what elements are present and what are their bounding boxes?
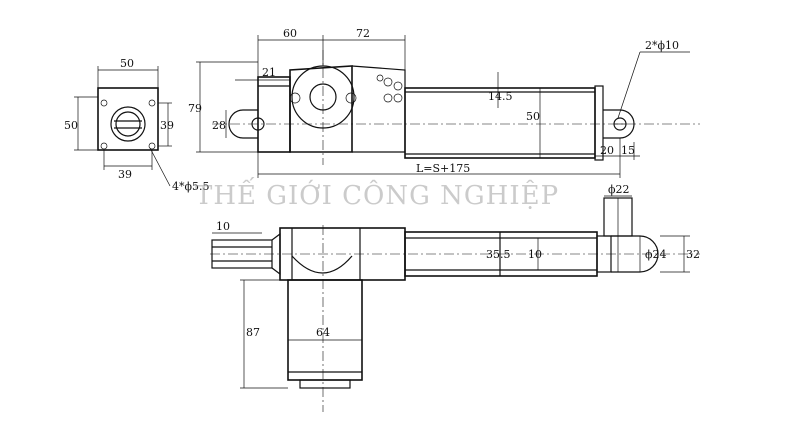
side-offset-label: 21 xyxy=(262,66,276,79)
end-inner-h-label: 39 xyxy=(160,119,174,132)
top-32-label: 32 xyxy=(686,248,700,261)
end-view: 50 50 39 39 4*ϕ5.5 xyxy=(64,57,210,193)
mount-holes-label: 4*ϕ5.5 xyxy=(172,180,210,193)
side-rod-label: 14.5 xyxy=(488,90,513,103)
top-35-label: 35.5 xyxy=(486,248,511,261)
side-view: 60 72 79 21 28 14.5 50 2*ϕ10 L=S+175 20 … xyxy=(188,27,700,178)
end-height-label: 50 xyxy=(64,119,78,132)
rear-hole-label: 2*ϕ10 xyxy=(645,39,679,52)
side-left-width-label: 60 xyxy=(283,27,297,40)
length-formula-label: L=S+175 xyxy=(416,162,470,175)
motor-height-label: 87 xyxy=(246,326,260,339)
end-20-label: 20 xyxy=(600,144,614,157)
side-height-label: 79 xyxy=(188,102,202,115)
end-width-label: 50 xyxy=(120,57,134,70)
side-tube-label: 50 xyxy=(526,110,540,123)
top-24-label: ϕ24 xyxy=(645,248,667,261)
top-rod-label: 10 xyxy=(216,220,230,233)
motor-width-label: 64 xyxy=(316,326,330,339)
top-22-label: ϕ22 xyxy=(608,183,630,196)
top-view: 10 ϕ22 35.5 10 ϕ24 32 87 64 xyxy=(210,183,700,412)
side-right-width-label: 72 xyxy=(356,27,370,40)
end-inner-w-label: 39 xyxy=(118,168,132,181)
side-clevis-label: 28 xyxy=(212,119,226,132)
end-15-label: 15 xyxy=(621,144,635,157)
top-10-label: 10 xyxy=(528,248,542,261)
watermark-text: THẾ GIỚI CÔNG NGHIỆP xyxy=(195,181,560,211)
